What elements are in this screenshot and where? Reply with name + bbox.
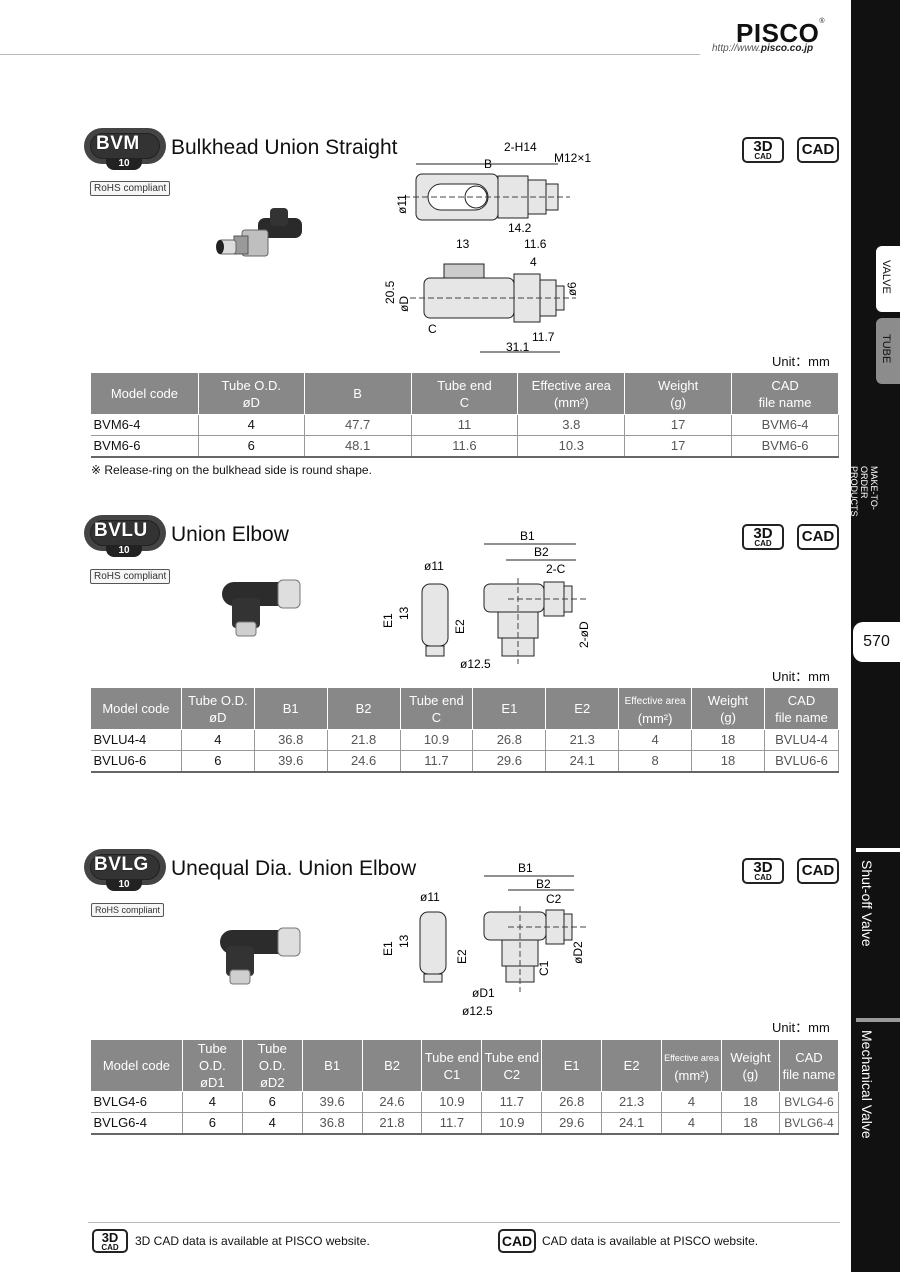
website-url[interactable]: http://www.pisco.co.jp <box>712 43 814 54</box>
product-photo-bvlg <box>220 927 301 985</box>
svg-text:13: 13 <box>397 934 411 948</box>
svg-text:E1: E1 <box>381 941 395 956</box>
product-photo-bvlu <box>222 579 301 637</box>
cad-icon: CAD <box>498 1229 536 1253</box>
svg-text:ø12.5: ø12.5 <box>460 657 491 671</box>
svg-text:13: 13 <box>397 606 411 620</box>
svg-text:E2: E2 <box>453 619 467 634</box>
series-badge-bvm: BVM 10 <box>84 128 166 170</box>
page-number: 570 <box>853 622 900 662</box>
series-badge-bvlu: BVLU 10 <box>84 515 166 557</box>
footer-3d-cad-note: 3D CAD data is available at PISCO websit… <box>135 1234 370 1248</box>
svg-text:2-C: 2-C <box>546 562 566 576</box>
svg-text:2-H14: 2-H14 <box>504 140 537 154</box>
unit-label: Unit：mm <box>772 1020 830 1035</box>
svg-text:4: 4 <box>530 255 537 269</box>
section-marker <box>856 1018 900 1022</box>
svg-text:E1: E1 <box>381 613 395 628</box>
svg-text:11.7: 11.7 <box>532 330 555 344</box>
svg-text:C2: C2 <box>546 892 562 906</box>
tab-tube[interactable] <box>876 318 900 384</box>
svg-text:ø11: ø11 <box>420 890 440 904</box>
footer-rule <box>88 1222 840 1223</box>
svg-text:20.5: 20.5 <box>383 280 397 304</box>
svg-text:2-øD: 2-øD <box>577 621 591 648</box>
cad-icon[interactable]: CAD <box>797 858 839 884</box>
svg-text:C: C <box>428 322 437 336</box>
rohs-badge: RoHS compliant <box>91 903 165 917</box>
header-rule <box>0 54 700 55</box>
section-title: Union Elbow <box>171 523 289 546</box>
svg-text:øD2: øD2 <box>571 941 585 964</box>
spec-table-bvlg: Model code Tube O.D.øD1 Tube O.D.øD2 B1 … <box>90 1039 840 1135</box>
section-note: ※ Release-ring on the bulkhead side is r… <box>91 463 372 477</box>
cad-icon[interactable]: CAD <box>797 137 839 163</box>
svg-text:E2: E2 <box>455 949 469 964</box>
svg-text:31.1: 31.1 <box>506 340 530 354</box>
section-title: Bulkhead Union Straight <box>171 136 398 159</box>
unit-label: Unit：mm <box>772 354 830 369</box>
section-marker <box>856 848 900 852</box>
series-badge-bvlg: BVLG 10 <box>84 849 166 891</box>
svg-text:B1: B1 <box>518 861 533 875</box>
svg-text:B2: B2 <box>534 545 549 559</box>
svg-text:ø11: ø11 <box>424 559 444 573</box>
cad-icon[interactable]: CAD <box>797 524 839 550</box>
dimension-drawing-bvlu: B1 B2 2-C ø11 E1 13 E2 2-øD ø12.5 <box>381 529 591 671</box>
tab-tube-label: TUBE <box>880 334 892 364</box>
product-photo-bvm <box>216 208 302 257</box>
footer-cad-note: CAD data is available at PISCO website. <box>542 1234 759 1248</box>
dimension-drawing-bvm: B 2-H14 M12×1 ø11 14.2 13 11.6 4 20.5 øD… <box>383 140 591 354</box>
svg-text:ø12.5: ø12.5 <box>462 1004 493 1018</box>
svg-text:B2: B2 <box>536 877 551 891</box>
tab-valve-label: VALVE <box>880 260 892 294</box>
dimension-drawing-bvlg: B1 B2 C2 ø11 E1 13 E2 C1 øD2 øD1 ø12.5 <box>381 861 586 1018</box>
svg-text:14.2: 14.2 <box>508 221 532 235</box>
svg-text:øD: øD <box>397 296 411 312</box>
tab-valve[interactable] <box>876 246 900 312</box>
section-mechanical-valve[interactable]: Mechanical Valve <box>859 1030 875 1139</box>
svg-text:ø11: ø11 <box>395 194 409 214</box>
rohs-badge: RoHS compliant <box>90 569 171 584</box>
svg-text:øD1: øD1 <box>472 986 495 1000</box>
svg-text:11.6: 11.6 <box>524 237 547 251</box>
rohs-badge: RoHS compliant <box>90 181 171 196</box>
svg-text:13: 13 <box>456 237 470 251</box>
svg-text:B1: B1 <box>520 529 535 543</box>
svg-text:B: B <box>484 157 492 171</box>
section-shutoff-valve[interactable]: Shut-off Valve <box>859 860 875 947</box>
unit-label: Unit：mm <box>772 669 830 684</box>
svg-text:C1: C1 <box>537 960 551 976</box>
pisco-logo[interactable]: PISCO® <box>736 18 826 48</box>
section-title: Unequal Dia. Union Elbow <box>171 857 417 880</box>
svg-text:ø6: ø6 <box>565 282 579 296</box>
tab-make-to-order[interactable]: MAKE-TO-ORDER PRODUCTS <box>849 466 879 517</box>
svg-text:M12×1: M12×1 <box>554 151 591 165</box>
